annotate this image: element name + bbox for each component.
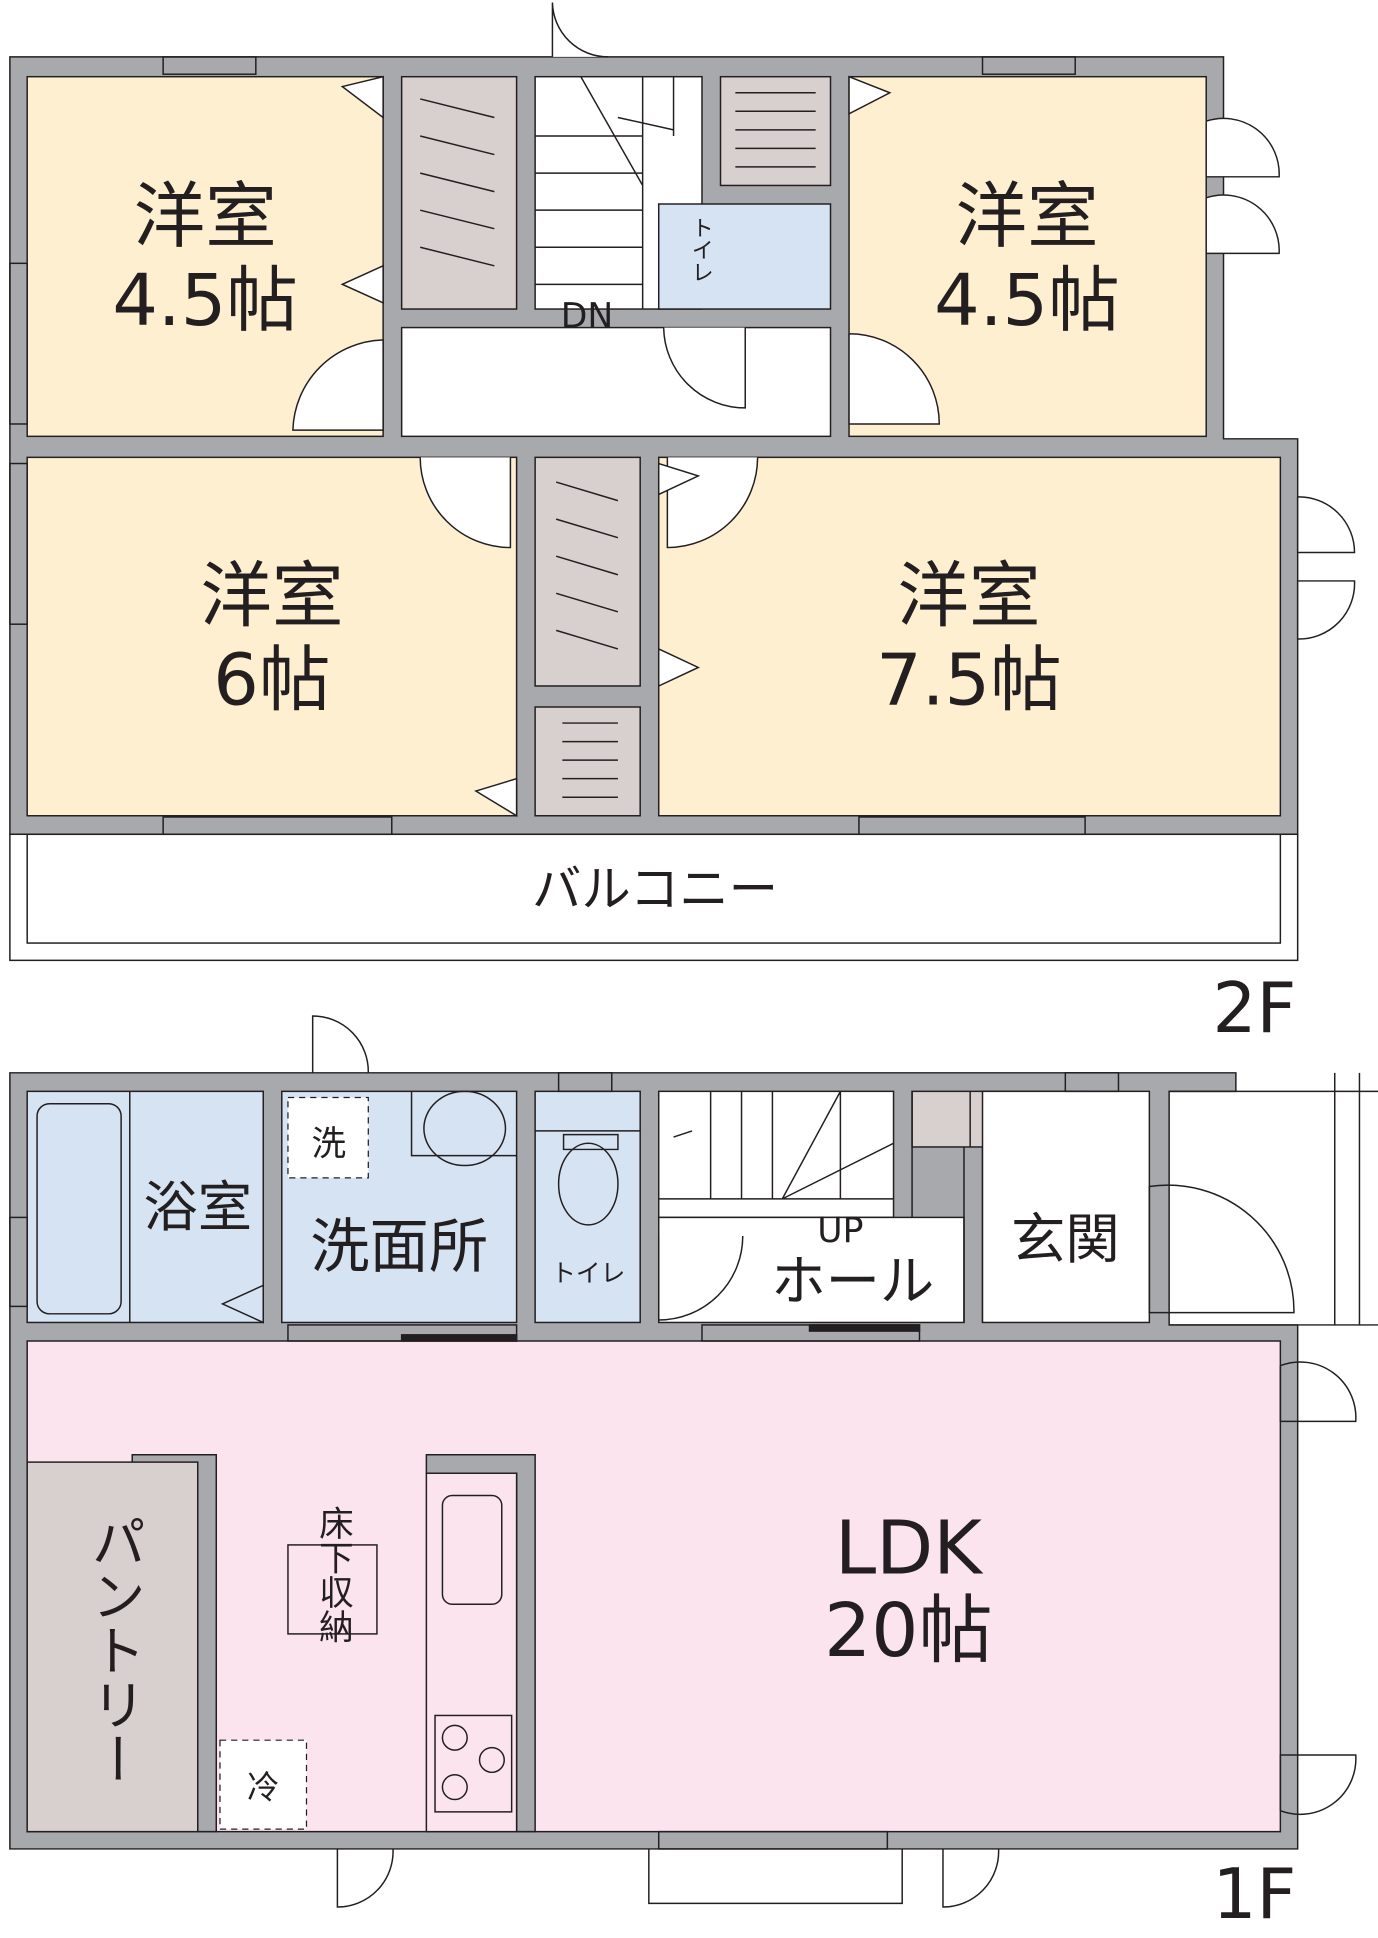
room-label: 洋室 bbox=[955, 174, 1098, 258]
closet bbox=[534, 706, 641, 817]
hall-label: ホール bbox=[771, 1250, 934, 1313]
room-toilet-1f bbox=[534, 1090, 641, 1324]
closet bbox=[534, 456, 641, 687]
toilet-label: トイレ bbox=[688, 216, 714, 283]
washer-space bbox=[287, 1096, 369, 1179]
doors-1f bbox=[9, 1015, 1357, 1908]
room-size: 4.5帖 bbox=[934, 258, 1120, 342]
room-entrance bbox=[981, 1090, 1151, 1324]
bathtub-area bbox=[26, 1090, 264, 1324]
ldk-label: LDK bbox=[835, 1505, 984, 1591]
floor-1f: 浴室 洗面所 洗 トイレ UP ホール 玄関 LDK 20帖 パントリー 床下収… bbox=[9, 1015, 1378, 1935]
room-western-se bbox=[657, 456, 1282, 817]
room-western-sw bbox=[26, 456, 518, 817]
hallway-2f bbox=[400, 326, 832, 438]
room-label: 洋室 bbox=[897, 553, 1040, 637]
washroom-label: 洗面所 bbox=[310, 1212, 488, 1281]
kitchen-counter bbox=[425, 1472, 518, 1833]
bathtub bbox=[36, 1102, 122, 1315]
floor-label-1f: 1F bbox=[1212, 1855, 1296, 1935]
room-size: 4.5帖 bbox=[112, 258, 298, 342]
room-label: 洋室 bbox=[133, 174, 276, 258]
hall bbox=[657, 1216, 965, 1324]
sink bbox=[423, 1090, 507, 1167]
floor-label-2f: 2F bbox=[1212, 969, 1296, 1049]
washer-label: 洗 bbox=[311, 1125, 346, 1165]
floor-2f: バルコニー 洋室 4.5帖 洋室 4.5帖 洋室 6帖 洋室 7.5帖 トイレ … bbox=[9, 2, 1356, 1049]
closet bbox=[400, 75, 518, 310]
fridge-label: 冷 bbox=[247, 1768, 279, 1806]
stairs-dn-label: DN bbox=[561, 297, 614, 337]
bath-label: 浴室 bbox=[143, 1176, 252, 1239]
doors-2f bbox=[292, 2, 1356, 818]
entrance-label: 玄関 bbox=[1011, 1208, 1120, 1271]
kitchen-sink bbox=[441, 1494, 503, 1605]
underfloor-label: 床下収納 bbox=[312, 1505, 352, 1643]
toilet-bowl bbox=[557, 1142, 619, 1226]
pantry bbox=[26, 1461, 199, 1833]
fridge-space bbox=[219, 1739, 308, 1830]
toilet-label: トイレ bbox=[551, 1259, 625, 1288]
underfloor-storage bbox=[287, 1544, 378, 1635]
cooktop bbox=[434, 1714, 513, 1813]
balcony-label: バルコニー bbox=[532, 860, 778, 918]
balcony: バルコニー bbox=[9, 833, 1299, 962]
room-size: 6帖 bbox=[213, 638, 330, 722]
stair-treads bbox=[420, 76, 816, 798]
room-toilet-2f bbox=[657, 203, 832, 310]
stairs-1f bbox=[657, 1090, 895, 1219]
ldk-size: 20帖 bbox=[824, 1588, 992, 1674]
room-size: 7.5帖 bbox=[876, 638, 1062, 722]
room-label: 洋室 bbox=[200, 553, 343, 637]
pantry-label: パントリー bbox=[82, 1514, 145, 1786]
stairs-up-label: UP bbox=[817, 1211, 863, 1251]
